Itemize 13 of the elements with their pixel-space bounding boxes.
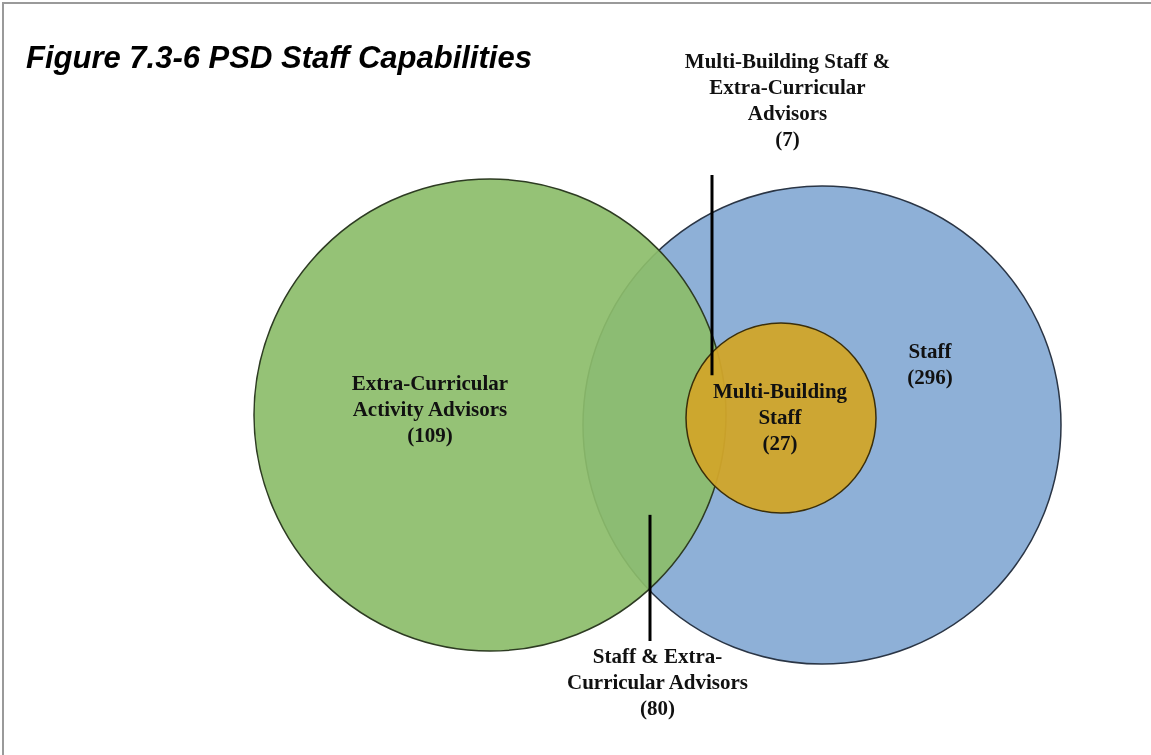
set-label: Multi-Building Staff — [711, 378, 849, 430]
set-label: (296) — [906, 364, 954, 390]
leader-line — [710, 175, 714, 376]
overlap-label: (80) — [639, 695, 676, 721]
leader-line — [648, 514, 652, 641]
set-label: (27) — [761, 430, 799, 456]
overlap-label: (7) — [774, 126, 801, 152]
set-label: Extra-Curricular Activity Advisors — [350, 370, 510, 422]
overlap-label: Staff & Extra-Curricular Advisors — [565, 643, 749, 695]
set-label: (109) — [406, 422, 454, 448]
overlap-label: Multi-Building Staff & Extra-Curricular Advisors — [683, 48, 892, 126]
figure-title: Figure 7.3-6 PSD Staff Capabilities — [26, 40, 532, 76]
set-label: Staff — [907, 338, 953, 364]
